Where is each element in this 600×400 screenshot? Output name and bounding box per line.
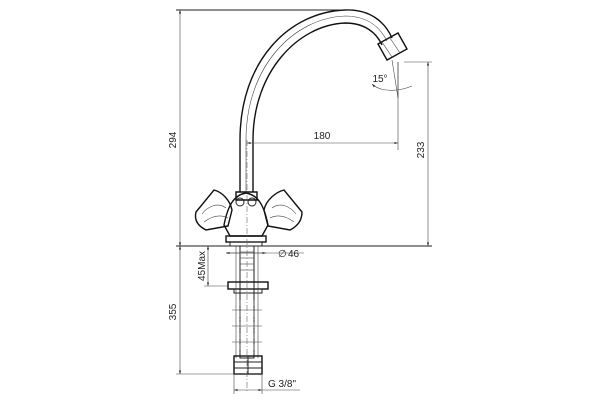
dim-max-thickness-label: 45Max xyxy=(197,251,208,281)
left-handle xyxy=(194,189,233,231)
dim-base-diameter-label: 46 xyxy=(288,249,300,260)
right-handle xyxy=(263,189,303,231)
dim-below-counter-label: 355 xyxy=(168,303,179,320)
dim-spout-height: 233 xyxy=(404,61,432,246)
dim-max-thickness: 45Max xyxy=(197,246,228,287)
dim-total-height: 294 xyxy=(168,10,182,246)
dim-spout-angle: 15° xyxy=(371,59,413,99)
mounting-assembly xyxy=(227,245,269,375)
dim-base-diameter: ∅ 46 xyxy=(226,249,304,260)
mounting-nut xyxy=(227,281,269,290)
aerator xyxy=(377,32,408,61)
dim-thread: G 3/8" xyxy=(233,374,300,394)
dim-spout-reach-label: 180 xyxy=(314,131,331,142)
spout xyxy=(239,9,408,192)
dim-spout-height-label: 233 xyxy=(416,141,427,158)
dim-total-height-label: 294 xyxy=(168,131,179,148)
dim-thread-label: G 3/8" xyxy=(268,379,296,390)
dim-below-counter: 355 xyxy=(168,246,262,375)
diameter-symbol: ∅ xyxy=(278,249,287,260)
dim-spout-angle-label: 15° xyxy=(372,74,387,85)
faucet-body xyxy=(194,189,303,247)
